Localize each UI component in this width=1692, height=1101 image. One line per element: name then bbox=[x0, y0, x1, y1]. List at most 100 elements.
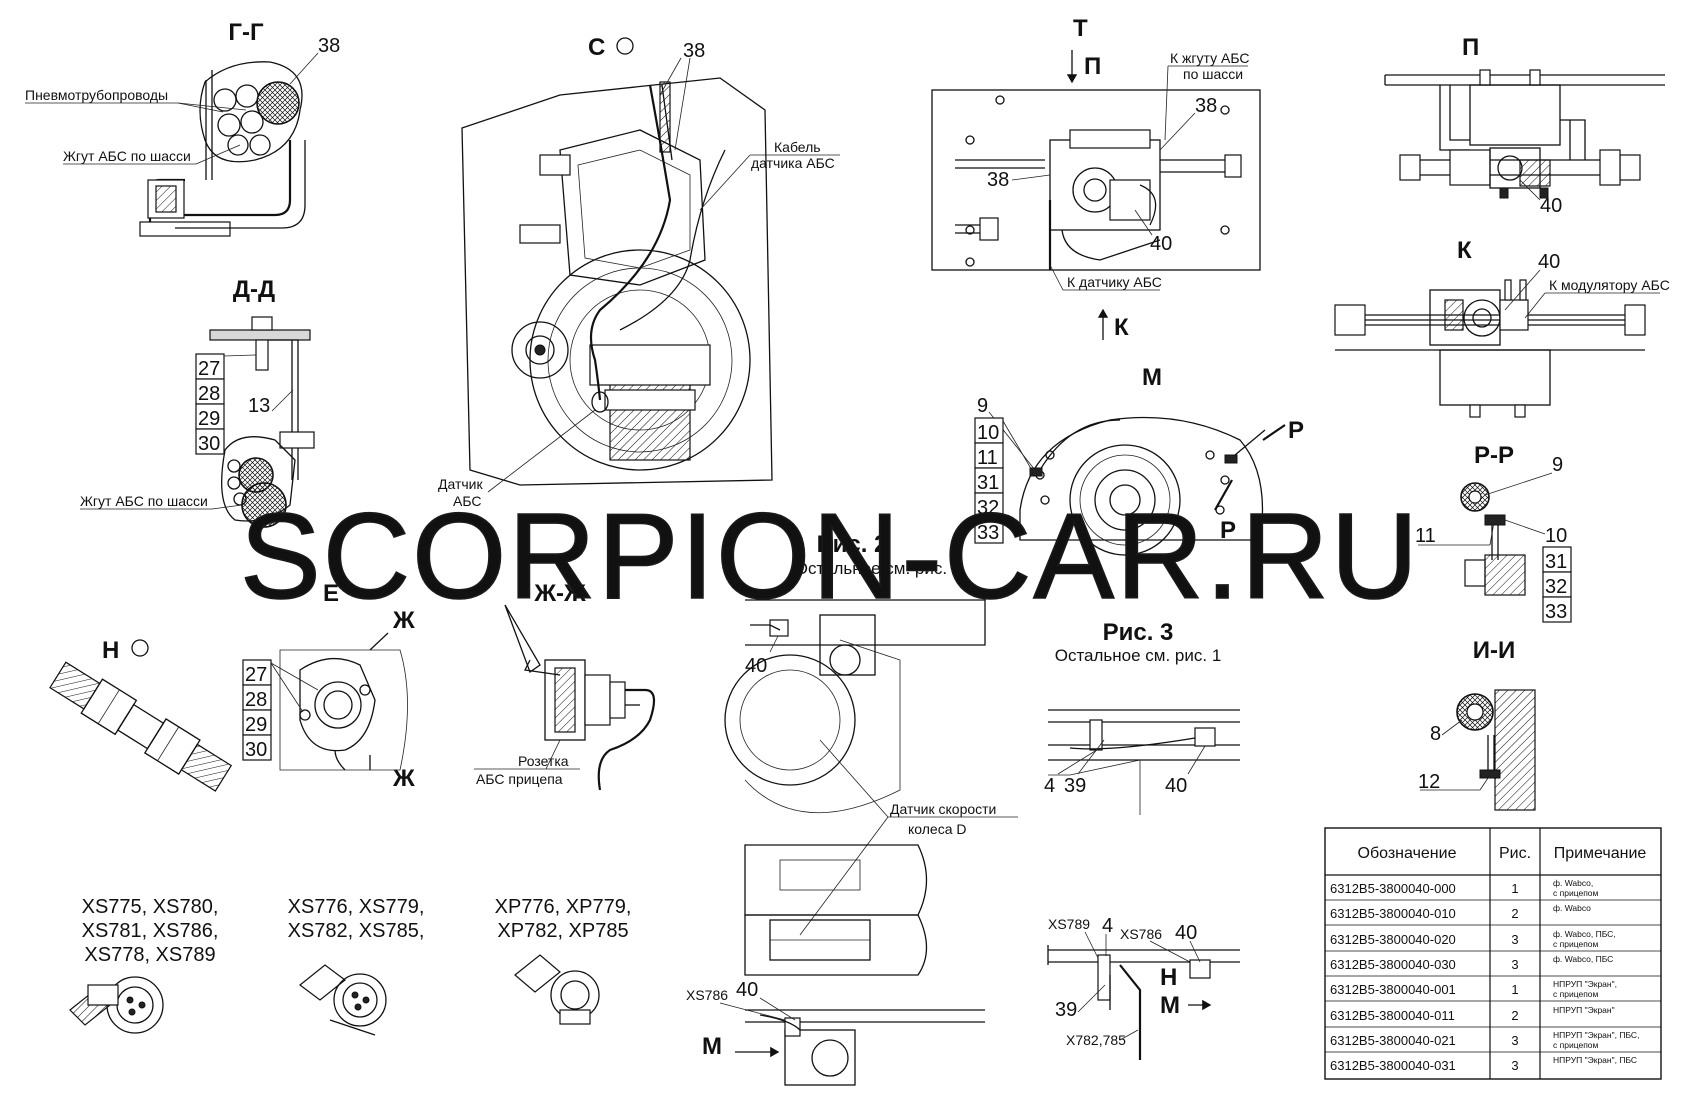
t-label-to-sensor: К датчику АБС bbox=[1067, 274, 1162, 290]
table-cell-code: 6312B5-3800040-031 bbox=[1330, 1058, 1456, 1073]
m-callout-10: 10 bbox=[977, 422, 999, 444]
parts-table: Обозначение Рис. Примечание 6312B5-38000… bbox=[1324, 827, 1662, 1080]
fig3-subtitle: Остальное см. рис. 1 bbox=[1055, 646, 1222, 665]
connector-xs775-image bbox=[69, 976, 164, 1034]
dd-callout-27: 27 bbox=[198, 358, 220, 380]
e-socket-flange bbox=[299, 657, 376, 752]
gg-callout-38: 38 bbox=[318, 35, 340, 57]
view-c: С 38 Кабель датчика АБС Датчик АБС bbox=[438, 34, 840, 509]
c-label-cable-1: Кабель bbox=[774, 139, 821, 155]
bottom-callout-40: 40 bbox=[736, 979, 758, 1001]
fig3-title: Рис. 3 bbox=[1103, 619, 1174, 646]
table-cell-note-1: ф. Wabco, ПБС, bbox=[1553, 929, 1616, 939]
br-arrow-m: М bbox=[1160, 992, 1180, 1019]
gg-harness-section bbox=[256, 81, 300, 125]
m-callout-31: 31 bbox=[977, 472, 999, 494]
zhzh-label-socket-2: АБС прицепа bbox=[476, 771, 563, 787]
gg-label-harness: Жгут АБС по шасси bbox=[63, 148, 191, 164]
conn-group1-line1: XS775, XS780, bbox=[82, 896, 219, 918]
figure-2: Рис. 2 Остальное см. рис. 1 40 Датчик ск… bbox=[724, 531, 1018, 936]
m-callout-33: 33 bbox=[977, 522, 999, 544]
c-frame-outline bbox=[461, 77, 773, 486]
conn-group2-line1: XS776, XS779, bbox=[288, 896, 425, 918]
gg-bracket-base bbox=[139, 221, 231, 237]
rr-callout-11: 11 bbox=[1415, 525, 1436, 547]
view-dd-title: Д-Д bbox=[233, 276, 275, 303]
c-label-cable-2: датчика АБС bbox=[751, 155, 835, 171]
table-cell-note-1: ф. Wabco, bbox=[1553, 878, 1593, 888]
view-e: Е Ж Ж 27 28 29 30 bbox=[242, 580, 415, 792]
dd-label-harness: Жгут АБС по шасси bbox=[80, 493, 208, 509]
fig3-callout-39: 39 bbox=[1064, 775, 1086, 797]
table-cell-fig: 2 bbox=[1511, 906, 1518, 921]
table-cell-note-1: НПРУП "Экран", ПБС, bbox=[1553, 1030, 1639, 1040]
view-t-title: Т bbox=[1073, 15, 1088, 42]
view-k-title: К bbox=[1457, 237, 1472, 264]
table-cell-code: 6312B5-3800040-010 bbox=[1330, 906, 1456, 921]
view-m: М Р Р 9 10 11 31 32 33 bbox=[974, 364, 1304, 556]
view-c-title: С bbox=[588, 34, 605, 61]
t-label-harness-2: по шасси bbox=[1183, 66, 1243, 82]
gg-label-pneumo: Пневмотрубопроводы bbox=[25, 87, 168, 103]
br-callout-4: 4 bbox=[1102, 915, 1113, 937]
conn-group2-line2: XS782, XS785, bbox=[288, 920, 425, 942]
t-callout-38a: 38 bbox=[1195, 95, 1217, 117]
view-ii-title: И-И bbox=[1473, 637, 1516, 664]
view-t: Т П К жгуту АБС по шасси 38 38 40 К датч… bbox=[931, 15, 1261, 341]
watermark: SCORPION-CAR.RU bbox=[240, 488, 1420, 624]
dd-callout-30: 30 bbox=[198, 433, 220, 455]
rr-callout-33: 33 bbox=[1545, 601, 1567, 623]
zhzh-label-socket-1: Розетка bbox=[518, 753, 569, 769]
table-row: 6312B5-3800040-001 1 НПРУП "Экран", с пр… bbox=[1330, 979, 1617, 999]
view-t-arrow-p: П bbox=[1084, 53, 1101, 80]
bottom-sensor bbox=[784, 1017, 801, 1037]
table-cell-code: 6312B5-3800040-000 bbox=[1330, 881, 1456, 896]
table-row: 6312B5-3800040-021 3 НПРУП "Экран", ПБС,… bbox=[1330, 1030, 1639, 1050]
c-label-sensor-1: Датчик bbox=[438, 476, 483, 492]
table-cell-note-1: НПРУП "Экран" bbox=[1553, 1005, 1615, 1015]
fig2-callout-40: 40 bbox=[745, 655, 767, 677]
table-row: 6312B5-3800040-010 2 ф. Wabco bbox=[1330, 903, 1591, 921]
ii-callout-8: 8 bbox=[1430, 723, 1441, 745]
fig2-title: Рис. 2 bbox=[817, 531, 888, 558]
table-header-fig: Рис. bbox=[1499, 845, 1531, 862]
view-p: П 40 bbox=[1384, 34, 1665, 217]
view-t-arrow-k: К bbox=[1114, 314, 1129, 341]
p-bracket bbox=[1469, 84, 1561, 146]
bottom-right: XS789 4 XS786 40 39 X782,785 Н М bbox=[1047, 915, 1240, 1060]
e-callout-27: 27 bbox=[245, 664, 267, 686]
view-ii: И-И 8 12 bbox=[1418, 637, 1536, 811]
table-cell-fig: 3 bbox=[1511, 1058, 1518, 1073]
br-callout-xs789: XS789 bbox=[1048, 916, 1090, 932]
br-callout-39: 39 bbox=[1055, 999, 1077, 1021]
rr-callout-32: 32 bbox=[1545, 576, 1567, 598]
view-e-arrow-zh-bottom: Ж bbox=[392, 765, 415, 792]
dd-callout-13: 13 bbox=[248, 395, 270, 417]
dd-callout-28: 28 bbox=[198, 383, 220, 405]
k-label-to-modulator: К модулятору АБС bbox=[1549, 277, 1670, 293]
table-cell-fig: 3 bbox=[1511, 957, 1518, 972]
m-arrow-r-top: Р bbox=[1288, 417, 1304, 444]
fig2-label-speed-2: колеса D bbox=[908, 821, 967, 837]
br-arrow-n: Н bbox=[1160, 964, 1177, 991]
table-cell-note-1: НПРУП "Экран", bbox=[1553, 979, 1617, 989]
rr-callout-10: 10 bbox=[1545, 525, 1567, 547]
view-n: Н bbox=[49, 637, 233, 792]
table-cell-note-2: с прицепом bbox=[1553, 888, 1599, 898]
gg-bundle-outline bbox=[199, 61, 303, 163]
fig3-sensor bbox=[1194, 727, 1216, 747]
table-header-code: Обозначение bbox=[1358, 845, 1457, 862]
conn-group3-line1: XP776, XP779, bbox=[495, 896, 632, 918]
table-row: 6312B5-3800040-031 3 НПРУП "Экран", ПБС bbox=[1330, 1055, 1637, 1073]
rr-callout-31: 31 bbox=[1545, 551, 1567, 573]
dd-callout-29: 29 bbox=[198, 408, 220, 430]
k-callout-40: 40 bbox=[1538, 251, 1560, 273]
m-arrow-r-bottom: Р bbox=[1220, 517, 1236, 544]
table-cell-fig: 3 bbox=[1511, 932, 1518, 947]
c-label-sensor-2: АБС bbox=[453, 493, 481, 509]
fig2-sensor bbox=[769, 619, 789, 637]
fig3-callout-40: 40 bbox=[1165, 775, 1187, 797]
view-zhzh: Ж-Ж Розетка АБС прицепа bbox=[474, 580, 656, 791]
br-callout-xs786: XS786 bbox=[1120, 926, 1162, 942]
